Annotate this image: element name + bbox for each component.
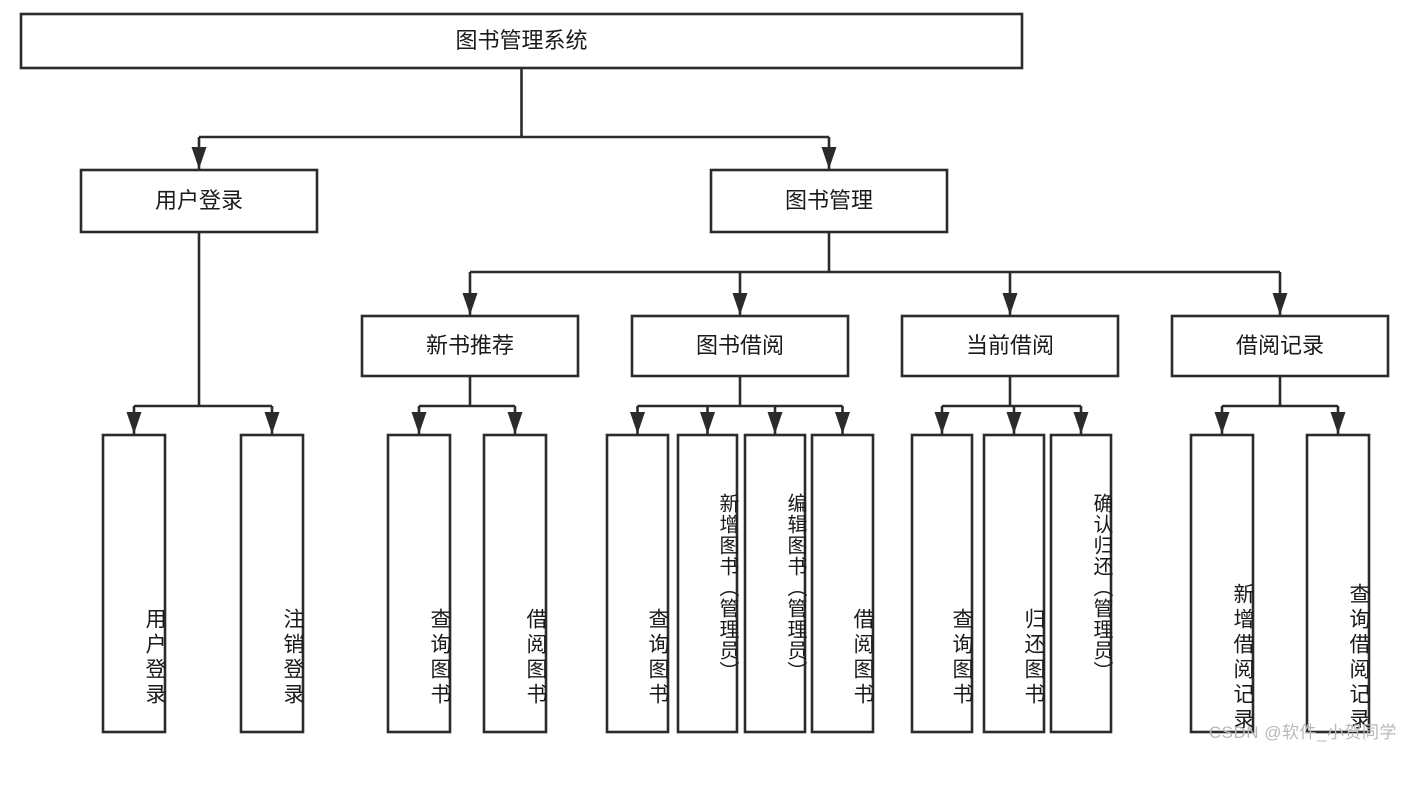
leaf-node[interactable] bbox=[810, 433, 875, 734]
level3-node-box[interactable] bbox=[630, 314, 850, 378]
leaf-node-box[interactable] bbox=[810, 433, 875, 734]
level3-node[interactable]: 新书推荐 bbox=[360, 314, 580, 378]
leaf-node[interactable] bbox=[910, 433, 974, 734]
leaf-node[interactable] bbox=[239, 433, 305, 734]
arrow-head-icon bbox=[1214, 412, 1230, 434]
leaf-node-box[interactable] bbox=[982, 433, 1046, 734]
arrow-head-icon bbox=[732, 293, 748, 315]
arrow-head-icon bbox=[934, 412, 950, 434]
arrow-head-icon bbox=[767, 412, 783, 434]
arrow-head-icon bbox=[630, 412, 645, 434]
level3-node[interactable]: 当前借阅 bbox=[900, 314, 1120, 378]
arrow-head-icon bbox=[1006, 412, 1022, 434]
level2-node[interactable]: 用户登录 bbox=[79, 168, 319, 234]
arrow-head-icon bbox=[411, 412, 427, 434]
level3-node-label: 新书推荐 bbox=[426, 333, 514, 358]
level3-node-box[interactable] bbox=[900, 314, 1120, 378]
arrow-head-icon bbox=[1272, 293, 1288, 315]
leaf-node-box[interactable] bbox=[910, 433, 974, 734]
leaf-node[interactable] bbox=[676, 433, 739, 734]
arrow-head-icon bbox=[1330, 412, 1346, 434]
leaf-node[interactable] bbox=[386, 433, 452, 734]
arrow-head-icon bbox=[462, 293, 478, 315]
arrow-head-icon bbox=[835, 412, 850, 434]
arrow-head-icon bbox=[821, 147, 837, 169]
leaf-node-box[interactable] bbox=[676, 433, 739, 734]
hierarchy-diagram: 图书管理系统用户登录图书管理新书推荐图书借阅当前借阅借阅记录 用户登录注销登录查… bbox=[19, 12, 1397, 742]
leaf-node[interactable] bbox=[1189, 433, 1255, 734]
leaf-node[interactable] bbox=[482, 433, 548, 734]
leaf-node-box[interactable] bbox=[1189, 433, 1255, 734]
leaf-node[interactable] bbox=[101, 433, 167, 734]
connector-layer bbox=[126, 68, 1346, 434]
arrow-head-icon bbox=[1002, 293, 1018, 315]
leaf-node-box[interactable] bbox=[386, 433, 452, 734]
level3-node[interactable]: 借阅记录 bbox=[1170, 314, 1390, 378]
level2-node-box[interactable] bbox=[79, 168, 319, 234]
level2-node-box[interactable] bbox=[709, 168, 949, 234]
root-node-box[interactable] bbox=[19, 12, 1024, 70]
level3-node[interactable]: 图书借阅 bbox=[630, 314, 850, 378]
leaf-node[interactable] bbox=[743, 433, 807, 734]
arrow-head-icon bbox=[700, 412, 715, 434]
level3-node-label: 借阅记录 bbox=[1236, 333, 1324, 358]
level2-node-label: 图书管理 bbox=[785, 188, 873, 213]
leaf-node-box[interactable] bbox=[101, 433, 167, 734]
arrow-head-icon bbox=[191, 147, 207, 169]
leaf-node-box[interactable] bbox=[239, 433, 305, 734]
leaf-node[interactable] bbox=[982, 433, 1046, 734]
arrow-head-icon bbox=[507, 412, 523, 434]
leaf-node-box[interactable] bbox=[482, 433, 548, 734]
leaf-node-box[interactable] bbox=[1305, 433, 1371, 734]
level3-node-label: 图书借阅 bbox=[696, 333, 784, 358]
leaf-node-box[interactable] bbox=[605, 433, 670, 734]
arrow-head-icon bbox=[126, 412, 142, 434]
watermark-text: CSDN @软件_小贺同学 bbox=[1208, 723, 1397, 742]
leaf-node[interactable] bbox=[605, 433, 670, 734]
arrow-head-icon bbox=[264, 412, 280, 434]
root-node[interactable]: 图书管理系统 bbox=[19, 12, 1024, 70]
level3-node-label: 当前借阅 bbox=[966, 333, 1054, 358]
level2-node-label: 用户登录 bbox=[155, 188, 243, 213]
level2-node[interactable]: 图书管理 bbox=[709, 168, 949, 234]
root-node-label: 图书管理系统 bbox=[455, 28, 587, 53]
leaf-node-box[interactable] bbox=[1049, 433, 1113, 734]
level3-node-box[interactable] bbox=[1170, 314, 1390, 378]
arrow-head-icon bbox=[1073, 412, 1089, 434]
level3-node-box[interactable] bbox=[360, 314, 580, 378]
leaf-node[interactable] bbox=[1049, 433, 1113, 734]
leaf-node[interactable] bbox=[1305, 433, 1371, 734]
leaf-node-box[interactable] bbox=[743, 433, 807, 734]
